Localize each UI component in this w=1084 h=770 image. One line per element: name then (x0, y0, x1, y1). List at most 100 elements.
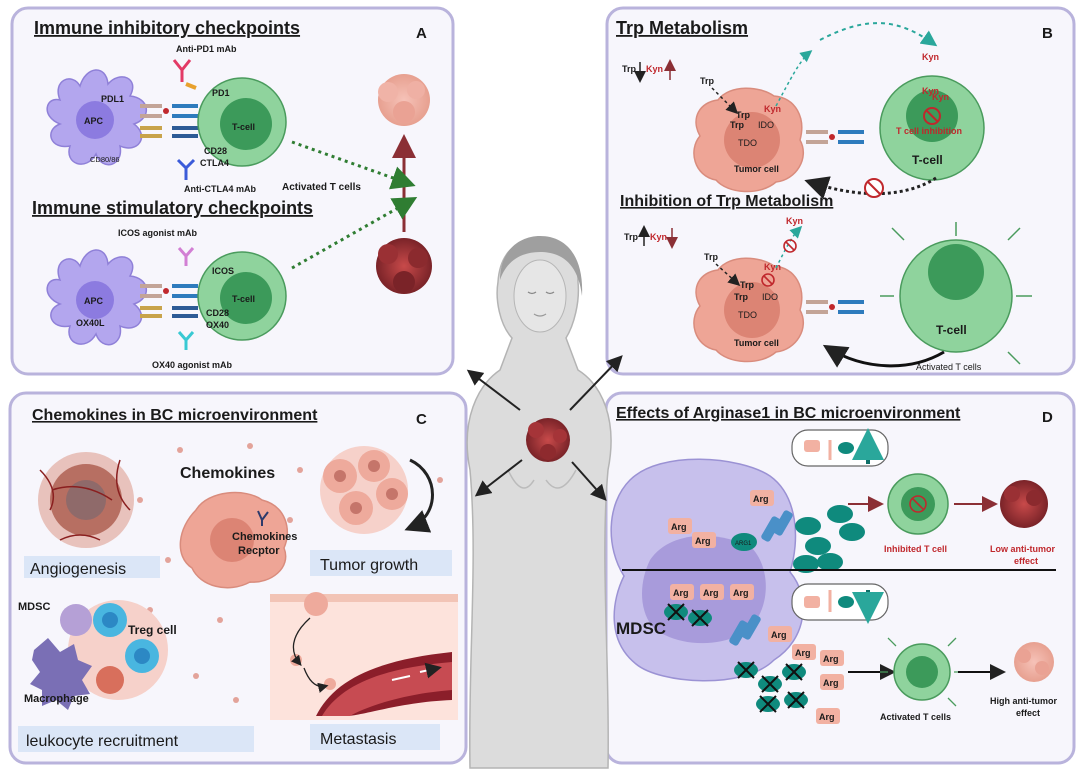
apc-label: APC (84, 116, 104, 126)
apc-cell-icon (46, 249, 147, 346)
receptor-pair-icon (140, 284, 198, 318)
cd8086-label: CD80/86 (90, 155, 120, 164)
arg-label: Arg (671, 522, 687, 532)
mdsc-label: MDSC (616, 619, 666, 638)
panel-d: Effects of Arginase1 in BC microenvironm… (610, 405, 1057, 724)
tumor-cell-label: Tumor cell (734, 164, 779, 174)
tumor-cell-icon (693, 87, 805, 193)
tdo-label: TDO (738, 138, 757, 148)
tumor-cell-icon (693, 257, 805, 363)
angiogenesis-tumor-icon (38, 452, 134, 548)
icos-agonist-label: ICOS agonist mAb (118, 228, 198, 238)
apc-label: APC (84, 296, 104, 306)
metastasis-arrow (291, 617, 311, 666)
trp-label: Trp (704, 252, 719, 262)
receptor-icon (257, 510, 269, 526)
no-symbol-icon (783, 239, 797, 253)
arg-molecule-icon (700, 584, 724, 600)
panel-c: Chemokines in BC microenvironment C Angi… (18, 407, 458, 752)
blocked-arg1-icon (664, 603, 808, 713)
kyn-export-arrow (775, 50, 813, 107)
activated-t-cells-label: Activated T cells (880, 712, 951, 722)
angiogenesis-label-box (24, 556, 160, 578)
arrow-to-panel-a (466, 369, 521, 411)
arg-label: Arg (673, 588, 689, 598)
activated-t-cells-label: Activated T cells (282, 182, 361, 193)
panel-b: Trp Metabolism B Trp Kyn Trp Trp Trp IDO… (616, 18, 1053, 372)
high-effect-label-2: effect (1016, 708, 1040, 718)
receptor-label-2: Recptor (238, 545, 280, 557)
arg-molecule-icon (820, 650, 844, 666)
ox40-antibody-icon (177, 331, 195, 350)
metastasis-label: Metastasis (320, 731, 396, 748)
kyn-label: Kyn (922, 52, 939, 62)
arg-label: Arg (695, 536, 711, 546)
tumor-dark-icon (1000, 480, 1048, 528)
activation-arrow-bottom (291, 197, 418, 270)
pdl1-label: PDL1 (101, 94, 124, 104)
kyn-label: Kyn (764, 104, 781, 114)
apc-cell-icon (46, 69, 147, 166)
ido-label: IDO (758, 120, 774, 130)
high-effect-label-1: High anti-tumor (990, 696, 1057, 706)
arg-decrease-legend (791, 583, 889, 624)
ctla4-label: CTLA4 (200, 158, 229, 168)
panel-d-title: Effects of Arginase1 in BC microenvironm… (616, 405, 961, 422)
panel-c-letter: C (416, 411, 427, 428)
transporter-icon (729, 614, 761, 646)
arg-label: Arg (733, 588, 749, 598)
trp-label: Trp (740, 280, 755, 290)
inhibited-t-cell-label: Inhibited T cell (884, 544, 947, 554)
arg-molecule-icon (792, 644, 816, 660)
arg-molecule-icon (670, 584, 694, 600)
arg-label: Arg (703, 588, 719, 598)
leukocyte-cluster-icon (30, 600, 168, 710)
anti-pd1-label: Anti-PD1 mAb (176, 44, 237, 54)
trp-label: Trp (700, 76, 715, 86)
inhibited-t-cell-icon (887, 473, 949, 535)
panel-b-letter: B (1042, 25, 1053, 42)
ox40-agonist-label: OX40 agonist mAb (152, 360, 233, 370)
t-cell-icon (197, 251, 287, 341)
macrophage-label: Macrophage (24, 693, 89, 705)
tumor-light-icon (1014, 642, 1054, 682)
tumor-cell-icon (179, 491, 288, 589)
t-cell-inhibition-label: T cell inhibition (896, 126, 962, 136)
tumor-light-icon (378, 74, 430, 126)
activated-t-cells-label: Activated T cells (916, 362, 982, 372)
arg-molecule-icon (820, 674, 844, 690)
arg-label: Arg (753, 494, 769, 504)
tumor-growth-label: Tumor growth (320, 557, 418, 574)
tdo-label: TDO (738, 310, 757, 320)
arg-molecule-icon (816, 708, 840, 724)
kyn-label: Kyn (650, 232, 667, 242)
leukocyte-label-box (18, 726, 254, 752)
tumor-growth-cluster-icon (320, 446, 408, 534)
tumor-growth-label-box (310, 550, 452, 576)
arrow-to-panel-c (474, 459, 523, 497)
arg-label: Arg (823, 654, 839, 664)
ido-label: IDO (762, 292, 778, 302)
arg-molecule-icon (730, 584, 754, 600)
t-cell-label: T-cell (232, 294, 255, 304)
metastasis-arrow (303, 667, 329, 693)
arrow-to-panel-b (569, 355, 623, 411)
mdsc-label: MDSC (18, 601, 50, 613)
metastasis-vessel-icon (270, 592, 458, 720)
tumor-cell-label: Tumor cell (734, 338, 779, 348)
treg-label: Treg cell (128, 623, 177, 637)
leukocyte-label: leukocyte recruitment (26, 733, 179, 750)
kyn-label: Kyn (786, 216, 803, 226)
anti-ctla4-antibody-icon (176, 158, 196, 180)
icos-label: ICOS (212, 266, 234, 276)
woman-figure-icon (466, 236, 612, 769)
breast-tumor-icon (526, 418, 570, 462)
low-effect-label-1: Low anti-tumor (990, 544, 1055, 554)
arg-molecule-icon (750, 490, 774, 506)
kyn-label: Kyn (646, 64, 663, 74)
angiogenesis-label: Angiogenesis (30, 561, 126, 578)
trp-label: Trp (624, 232, 639, 242)
receptor-pair-icon (806, 130, 864, 144)
arg-label: Arg (823, 678, 839, 688)
ox40l-label: OX40L (76, 318, 105, 328)
